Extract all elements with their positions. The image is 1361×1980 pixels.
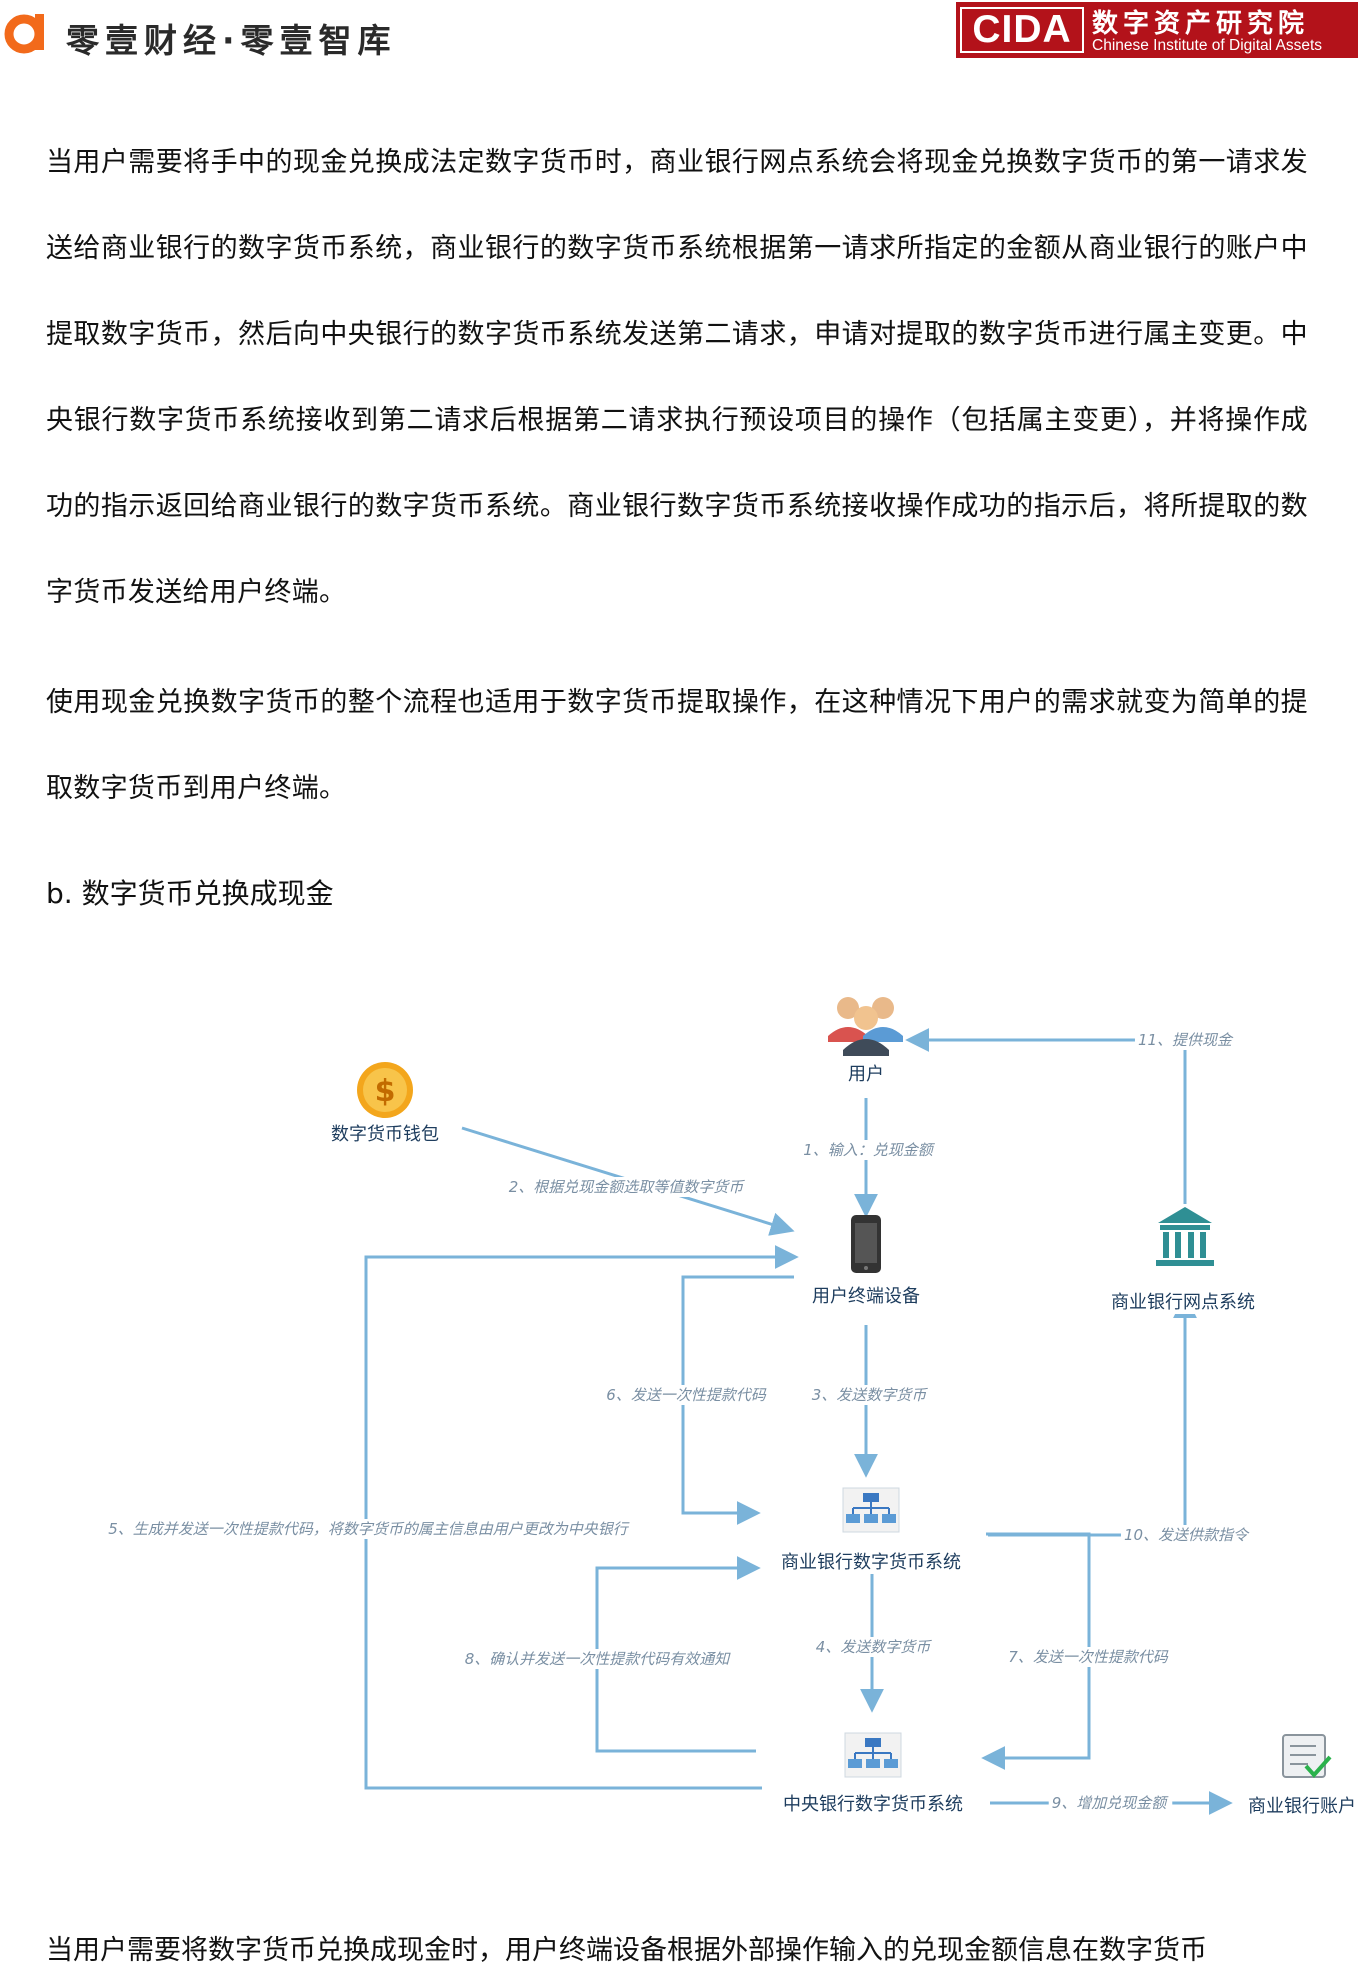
network-icon bbox=[842, 1487, 900, 1533]
node-branch: 商业银行网点系统 bbox=[1111, 1292, 1255, 1313]
lingyi-logo-icon bbox=[4, 14, 44, 54]
users-icon bbox=[828, 997, 903, 1056]
edge-label-6: 6、发送一次性提款代码 bbox=[606, 1386, 767, 1404]
label-halo bbox=[1108, 1291, 1258, 1314]
label-halo bbox=[778, 1551, 964, 1574]
node-bank-account: 商业银行账户 bbox=[1248, 1796, 1356, 1817]
arrow-11 bbox=[905, 1028, 1187, 1204]
node-commercial-bank: 商业银行数字货币系统 bbox=[781, 1552, 961, 1573]
label-halo bbox=[505, 1177, 749, 1197]
arrow-7 bbox=[981, 1532, 1091, 1770]
paragraph-cash-to-digital: 当用户需要将手中的现金兑换成法定数字货币时，商业银行网点系统会将现金兑换数字货币… bbox=[46, 147, 1308, 608]
label-halo bbox=[1134, 1030, 1238, 1050]
paragraph-withdrawal: 使用现金兑换数字货币的整个流程也适用于数字货币提取操作，在这种情况下用户的需求就… bbox=[46, 687, 1308, 804]
label-halo bbox=[845, 1063, 887, 1086]
document-check-icon bbox=[1282, 1734, 1332, 1779]
edge-label-1: 1、输入：兑现金额 bbox=[803, 1141, 936, 1159]
label-halo bbox=[812, 1637, 936, 1657]
edge-label-2: 2、根据兑现金额选取等值数字货币 bbox=[509, 1178, 746, 1196]
section-subheading: b. 数字货币兑换成现金 bbox=[46, 877, 334, 910]
cida-banner: CIDA 数字资产研究院 Chinese Institute of Digita… bbox=[956, 2, 1358, 58]
label-halo bbox=[603, 1385, 770, 1405]
edge-label-10: 10、发送供款指令 bbox=[1124, 1526, 1250, 1544]
label-halo bbox=[328, 1123, 442, 1146]
label-halo bbox=[1120, 1525, 1254, 1545]
edge-label-4: 4、发送数字货币 bbox=[816, 1638, 933, 1656]
label-halo bbox=[780, 1793, 966, 1816]
bank-icon bbox=[1156, 1207, 1214, 1266]
node-central-bank: 中央银行数字货币系统 bbox=[783, 1794, 963, 1815]
edge-label-8: 8、确认并发送一次性提款代码有效通知 bbox=[465, 1650, 732, 1668]
edge-label-7: 7、发送一次性提款代码 bbox=[1008, 1648, 1169, 1666]
edge-label-9: 9、增加兑现金额 bbox=[1052, 1794, 1170, 1812]
label-halo bbox=[800, 1140, 939, 1160]
edge-label-3: 3、发送数字货币 bbox=[812, 1386, 929, 1404]
label-halo bbox=[808, 1385, 932, 1405]
svg-text:$: $ bbox=[375, 1074, 396, 1109]
page-header: 零壹财经·零壹智库 CIDA 数字资产研究院 Chinese Institute… bbox=[0, 0, 1361, 68]
label-halo bbox=[105, 1519, 633, 1539]
edge-label-11: 11、提供现金 bbox=[1138, 1031, 1234, 1049]
label-halo bbox=[461, 1649, 735, 1669]
flow-diagram: $ 用户 数字货币钱包 用户终端设备 商业银行网点系统 商业银 bbox=[105, 997, 1359, 1818]
paragraph-digital-to-cash: 当用户需要将数字货币兑换成现金时，用户终端设备根据外部操作输入的兑现金额信息在数… bbox=[46, 1935, 1207, 1966]
phone-icon bbox=[851, 1215, 881, 1273]
coin-icon: $ bbox=[357, 1062, 413, 1118]
node-wallet: 数字货币钱包 bbox=[331, 1124, 439, 1145]
brand-name: 零壹财经·零壹智库 bbox=[66, 21, 397, 60]
cida-logo: CIDA bbox=[960, 7, 1084, 53]
label-halo bbox=[1048, 1793, 1173, 1813]
label-halo bbox=[809, 1285, 923, 1308]
label-halo bbox=[1005, 1647, 1172, 1667]
edge-label-5: 5、生成并发送一次性提款代码，将数字货币的属主信息由用户更改为中央银行 bbox=[108, 1520, 630, 1538]
arrow-10 bbox=[988, 1294, 1197, 1537]
node-terminal: 用户终端设备 bbox=[812, 1286, 920, 1307]
label-halo bbox=[1245, 1795, 1359, 1818]
cida-english-name: Chinese Institute of Digital Assets bbox=[1092, 37, 1323, 54]
cida-chinese-name: 数字资产研究院 bbox=[1092, 9, 1310, 39]
network-icon bbox=[844, 1732, 902, 1778]
node-user: 用户 bbox=[848, 1064, 884, 1085]
